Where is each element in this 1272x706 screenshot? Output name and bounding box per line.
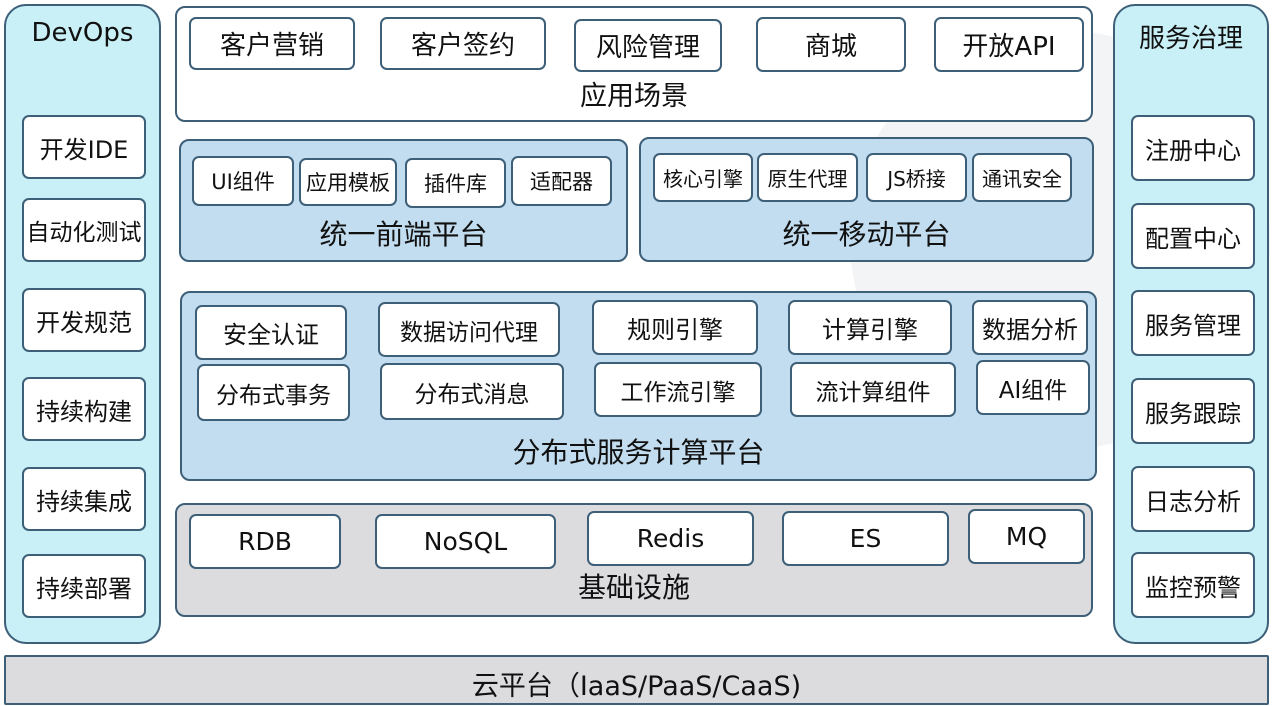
devops-title: DevOps <box>31 18 134 48</box>
devops-item-continuous-build[interactable]: 持续构建 <box>22 377 146 441</box>
devops-item-ide[interactable]: 开发IDE <box>22 115 146 179</box>
cloud-platform-title: 云平台（IaaS/PaaS/CaaS) <box>471 671 802 702</box>
governance-item-log-analysis[interactable]: 日志分析 <box>1131 466 1255 532</box>
mobile-item-core-engine[interactable]: 核心引擎 <box>653 153 753 202</box>
scenario-mall[interactable]: 商城 <box>756 17 906 72</box>
distributed-item-data-access-proxy[interactable]: 数据访问代理 <box>378 302 560 357</box>
frontend-item-ui-components[interactable]: UI组件 <box>192 156 294 206</box>
frontend-platform-title: 统一前端平台 <box>319 218 488 251</box>
mobile-item-communication-security[interactable]: 通讯安全 <box>972 153 1072 202</box>
mobile-platform-title: 统一移动平台 <box>782 218 951 251</box>
infra-item-nosql[interactable]: NoSQL <box>375 514 556 569</box>
infra-item-rdb[interactable]: RDB <box>189 514 341 569</box>
devops-item-continuous-deploy[interactable]: 持续部署 <box>22 554 146 618</box>
scenario-customer-signing[interactable]: 客户签约 <box>380 17 546 70</box>
scenario-customer-marketing[interactable]: 客户营销 <box>189 17 355 70</box>
distributed-item-ai-components[interactable]: AI组件 <box>976 360 1090 415</box>
distributed-item-data-analysis[interactable]: 数据分析 <box>972 300 1088 355</box>
mobile-item-js-bridge[interactable]: JS桥接 <box>866 153 967 202</box>
governance-item-registry[interactable]: 注册中心 <box>1131 115 1255 181</box>
distributed-item-workflow-engine[interactable]: 工作流引擎 <box>594 362 762 417</box>
distributed-item-distributed-transaction[interactable]: 分布式事务 <box>197 364 350 421</box>
governance-title: 服务治理 <box>1138 24 1243 54</box>
governance-item-service-mgmt[interactable]: 服务管理 <box>1131 290 1255 356</box>
devops-item-dev-standard[interactable]: 开发规范 <box>22 288 146 352</box>
governance-item-tracing[interactable]: 服务跟踪 <box>1131 378 1255 444</box>
distributed-item-distributed-messaging[interactable]: 分布式消息 <box>380 363 564 420</box>
cloud-platform-bar <box>4 655 1269 705</box>
devops-item-continuous-integration[interactable]: 持续集成 <box>22 467 146 531</box>
frontend-item-plugin-library[interactable]: 插件库 <box>405 158 506 208</box>
distributed-platform-title: 分布式服务计算平台 <box>512 436 765 469</box>
infra-item-mq[interactable]: MQ <box>968 509 1085 564</box>
frontend-item-adapter[interactable]: 适配器 <box>511 156 612 206</box>
infra-item-redis[interactable]: Redis <box>587 511 754 566</box>
distributed-item-stream-compute[interactable]: 流计算组件 <box>790 362 956 417</box>
governance-item-config[interactable]: 配置中心 <box>1131 203 1255 269</box>
frontend-item-app-templates[interactable]: 应用模板 <box>299 158 397 206</box>
scenario-open-api[interactable]: 开放API <box>934 17 1084 72</box>
distributed-item-security-auth[interactable]: 安全认证 <box>195 305 347 360</box>
distributed-item-compute-engine[interactable]: 计算引擎 <box>788 300 952 355</box>
governance-item-monitoring[interactable]: 监控预警 <box>1131 552 1255 618</box>
infrastructure-title: 基础设施 <box>577 571 690 604</box>
infra-item-es[interactable]: ES <box>782 511 949 566</box>
distributed-item-rules-engine[interactable]: 规则引擎 <box>592 300 758 355</box>
devops-item-auto-test[interactable]: 自动化测试 <box>22 198 146 262</box>
app-scenarios-title: 应用场景 <box>580 81 688 112</box>
scenario-risk-management[interactable]: 风险管理 <box>574 19 722 72</box>
mobile-item-native-proxy[interactable]: 原生代理 <box>757 153 858 202</box>
